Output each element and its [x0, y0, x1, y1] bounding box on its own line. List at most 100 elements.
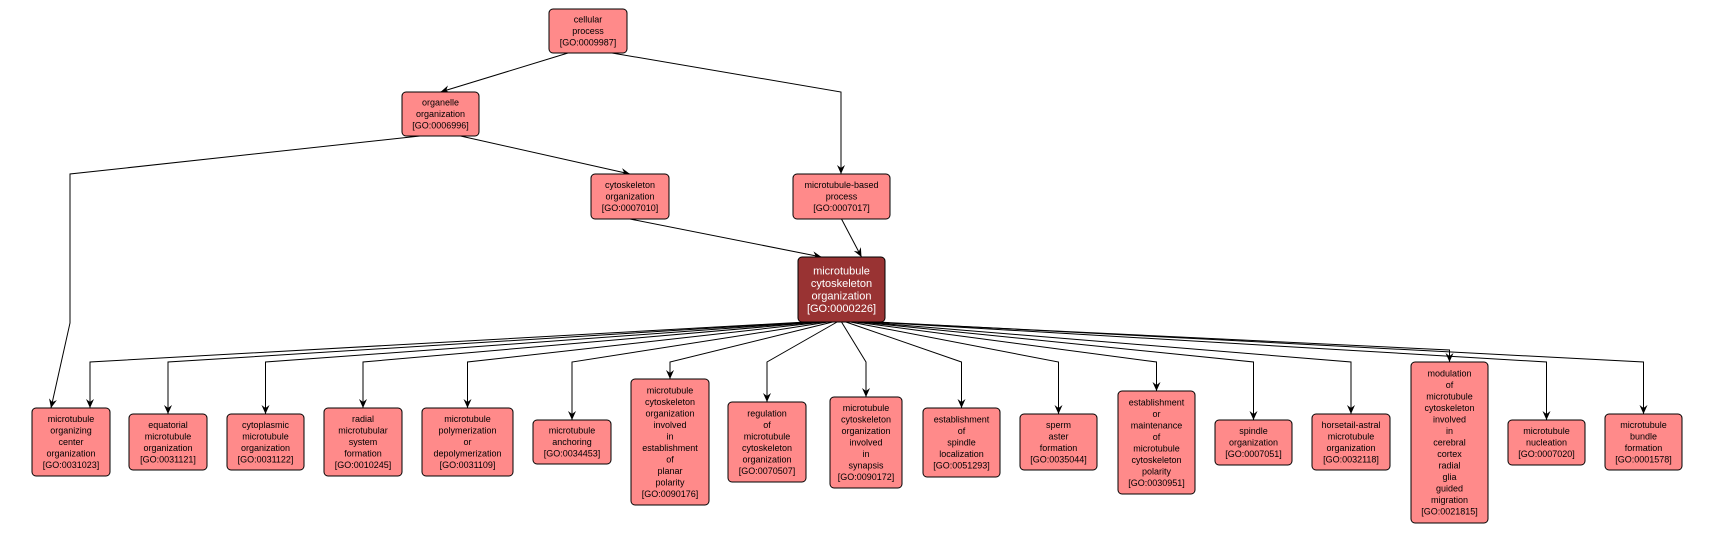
- go-node-synapsis[interactable]: microtubulecytoskeletonorganizationinvol…: [829, 396, 903, 489]
- go-id-label: [GO:0001578]: [1615, 454, 1672, 464]
- term-label-line: microtubule: [444, 414, 491, 424]
- node-box: [128, 413, 208, 471]
- term-label-line: in: [862, 449, 869, 459]
- go-id-label: [GO:0070507]: [739, 466, 796, 476]
- go-id-label: [GO:0035044]: [1030, 454, 1087, 464]
- edge-mco-to-polarity: [854, 321, 1161, 391]
- term-label-line: nucleation: [1526, 438, 1567, 448]
- edge-mco-to-polym: [463, 321, 824, 408]
- go-node-polarity[interactable]: establishmentormaintenanceofmicrotubulec…: [1117, 390, 1196, 495]
- term-label-line: establishment: [642, 443, 698, 453]
- term-label-line: guided: [1436, 484, 1463, 494]
- term-label-line: organelle: [422, 98, 459, 108]
- arrowhead-icon: [86, 399, 94, 408]
- term-label-line: microtubular: [338, 426, 388, 436]
- arrowhead-icon: [440, 85, 451, 94]
- go-node-planar[interactable]: microtubulecytoskeletonorganizationinvol…: [630, 378, 710, 506]
- term-label-line: glia: [1442, 472, 1456, 482]
- go-id-label: [GO:0031023]: [43, 460, 100, 470]
- term-label-line: spindle: [1239, 426, 1268, 436]
- go-node-radial[interactable]: radialmicrotubularsystemformation[GO:001…: [323, 407, 403, 477]
- arrowhead-icon: [1054, 405, 1063, 414]
- term-label-line: process: [572, 26, 604, 36]
- edge-mco-to-mtoc: [86, 321, 807, 408]
- go-node-mtoc[interactable]: microtubuleorganizingcenterorganization[…: [31, 407, 111, 477]
- go-node-cytoplasmic[interactable]: cytoplasmicmicrotubuleorganization[GO:00…: [226, 413, 305, 471]
- go-node-horsetail[interactable]: horsetail-astralmicrotubuleorganization[…: [1311, 413, 1391, 471]
- term-label-line: organization: [241, 443, 290, 453]
- term-label-line: establishment: [1129, 397, 1185, 407]
- node-box: [630, 378, 710, 506]
- term-label-line: spindle: [947, 438, 976, 448]
- term-label-line: microtubule: [647, 385, 694, 395]
- term-label-line: modulation: [1427, 369, 1471, 379]
- arrowhead-icon: [164, 405, 172, 414]
- term-label-line: anchoring: [552, 437, 592, 447]
- node-box: [421, 407, 514, 477]
- edge-mco-to-horsetail: [863, 321, 1355, 414]
- term-label-line: establishment: [934, 415, 990, 425]
- go-node-equatorial[interactable]: equatorialmicrotubuleorganization[GO:003…: [128, 413, 208, 471]
- edge-mtbased-to-mco: [841, 218, 862, 258]
- term-label-line: cytoskeleton: [1424, 403, 1474, 413]
- term-label-line: or: [1152, 409, 1160, 419]
- arrowhead-icon: [1639, 405, 1648, 414]
- term-label-line: cytoskeleton: [811, 278, 872, 290]
- go-node-mco[interactable]: microtubulecytoskeletonorganization[GO:0…: [797, 256, 886, 323]
- term-label-line: formation: [1625, 443, 1663, 453]
- term-label-line: organization: [416, 109, 465, 119]
- node-box: [548, 8, 628, 54]
- arrowhead-icon: [853, 247, 862, 257]
- term-label-line: bundle: [1630, 431, 1657, 441]
- term-label-line: aster: [1048, 431, 1068, 441]
- node-box: [922, 407, 1001, 478]
- node-box: [1604, 413, 1683, 471]
- node-box: [1117, 390, 1196, 495]
- node-box: [323, 407, 403, 477]
- term-label-line: organization: [742, 454, 791, 464]
- arrowhead-icon: [957, 399, 966, 408]
- edge-organelle-to-mtoc: [49, 135, 421, 409]
- edge-organelle-to-cytoskel: [460, 135, 631, 176]
- edge-cellular-to-organelle: [440, 52, 569, 94]
- term-label-line: localization: [939, 449, 984, 459]
- arrowhead-icon: [359, 399, 367, 408]
- go-node-polym[interactable]: microtubulepolymerizationordepolymerizat…: [421, 407, 514, 477]
- arrowhead-icon: [763, 393, 771, 402]
- edge-mco-to-synapsis: [841, 321, 870, 397]
- term-label-line: involved: [653, 420, 686, 430]
- node-box: [532, 419, 612, 465]
- term-label-line: or: [463, 437, 471, 447]
- node-box: [1410, 361, 1489, 524]
- go-id-label: [GO:0034453]: [544, 449, 601, 459]
- arrowhead-icon: [1152, 382, 1161, 391]
- term-label-line: microtubule: [744, 431, 791, 441]
- node-box: [590, 173, 670, 220]
- arrowhead-icon: [463, 399, 472, 408]
- go-node-spindleloc[interactable]: establishmentofspindlelocalization[GO:00…: [922, 407, 1001, 478]
- term-label-line: cytoskeleton: [1131, 455, 1181, 465]
- term-label-line: involved: [849, 438, 882, 448]
- go-id-label: [GO:0007051]: [1225, 449, 1282, 459]
- go-node-regulation[interactable]: regulationofmicrotubulecytoskeletonorgan…: [727, 401, 807, 483]
- arrowhead-icon: [1249, 411, 1258, 420]
- go-id-label: [GO:0007010]: [602, 203, 659, 213]
- node-box: [1214, 419, 1293, 466]
- term-label-line: polarity: [1142, 466, 1172, 476]
- term-label-line: in: [666, 431, 673, 441]
- go-node-modulation[interactable]: modulationofmicrotubulecytoskeletoninvol…: [1410, 361, 1489, 524]
- term-label-line: cytoskeleton: [841, 415, 891, 425]
- edge-mco-to-spindleorg: [859, 321, 1258, 420]
- term-label-line: organization: [605, 192, 654, 202]
- edge-cellular-to-mtbased: [611, 52, 845, 174]
- term-label-line: involved: [1433, 415, 1466, 425]
